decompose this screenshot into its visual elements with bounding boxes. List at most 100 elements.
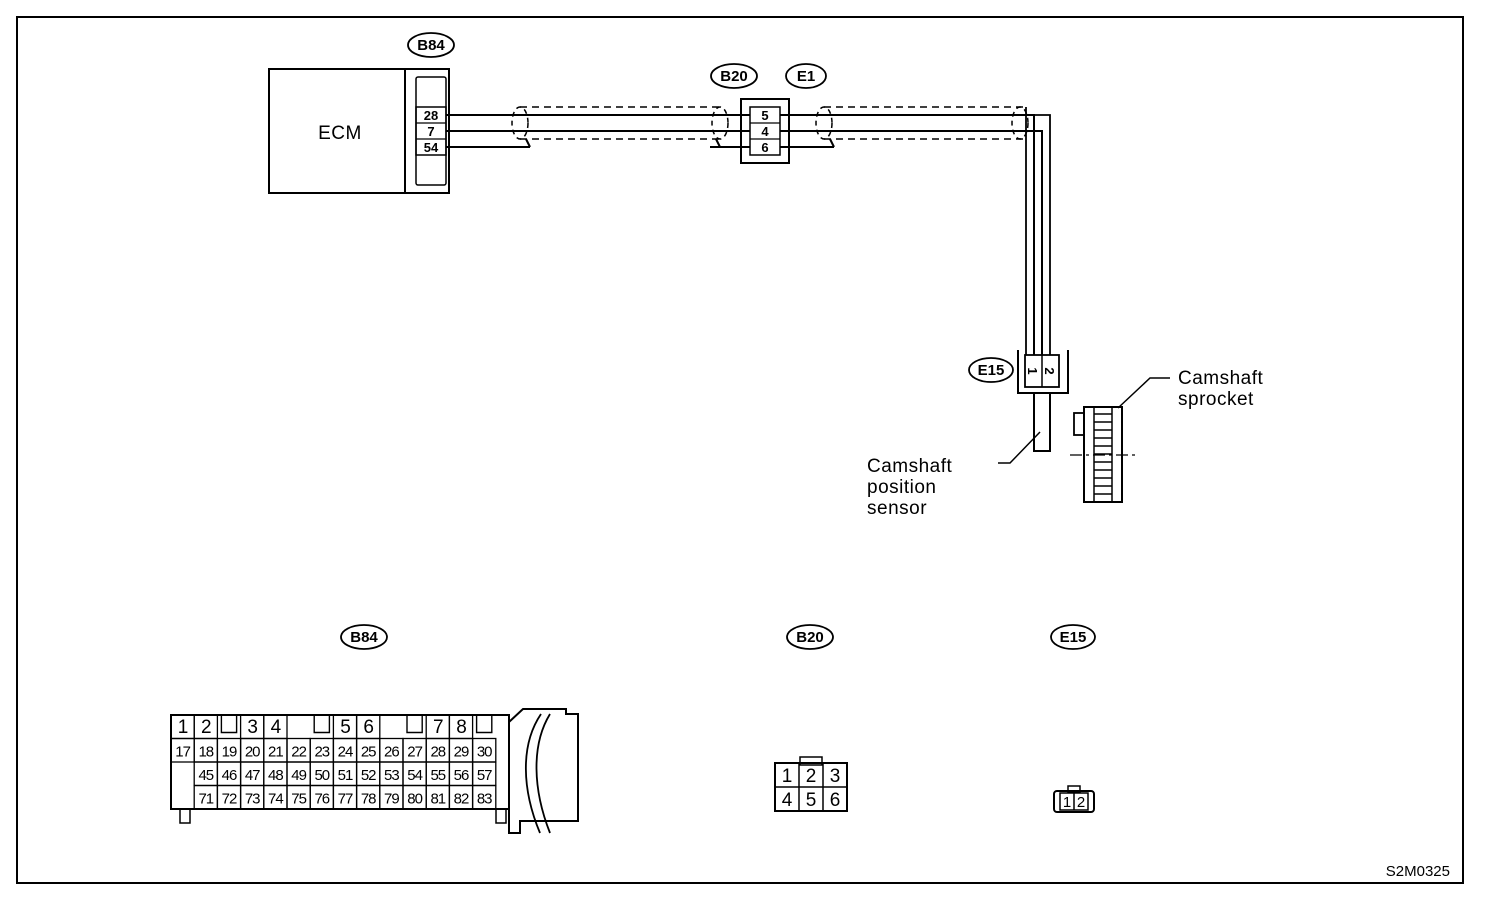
b84-pin-81: 81 xyxy=(430,791,445,808)
joint-pin-5: 5 xyxy=(761,108,768,123)
b84-pin-83: 83 xyxy=(477,791,492,808)
b84-pin-52: 52 xyxy=(361,767,376,784)
sensor-label-line3: sensor xyxy=(867,498,927,519)
b84-pin-73: 73 xyxy=(245,791,260,808)
b84-pin-57: 57 xyxy=(477,767,492,784)
ecm-pin-54: 54 xyxy=(424,140,439,155)
joint-connector: 5 4 6 B20 E1 xyxy=(710,63,827,164)
b84-pin-2: 2 xyxy=(201,717,211,738)
ecm-connector-tag-text: B84 xyxy=(417,37,445,54)
e15-pin-1: 1 xyxy=(1063,794,1071,811)
b84-pin-53: 53 xyxy=(384,767,399,784)
joint-pin-4: 4 xyxy=(761,124,769,139)
sensor-pin-1: 1 xyxy=(1025,367,1040,374)
e1-tag xyxy=(785,63,827,89)
b20-pin-6: 6 xyxy=(830,790,841,811)
ecm-unit: ECM 28 7 54 B84 xyxy=(268,32,455,194)
sprocket-leader xyxy=(1117,377,1170,409)
b84-pin-46: 46 xyxy=(222,767,237,784)
b84-pin-72: 72 xyxy=(222,791,237,808)
sensor-body xyxy=(1033,392,1051,452)
b84-pin-74: 74 xyxy=(268,791,283,808)
camshaft-sprocket: Camshaft sprocket xyxy=(1070,368,1264,503)
b84-pin-17: 17 xyxy=(175,744,190,761)
ecm-label: ECM xyxy=(318,123,362,144)
b84-pin-50: 50 xyxy=(314,767,329,784)
b84-pin-6: 6 xyxy=(363,717,373,738)
b20-tag-text: B20 xyxy=(720,68,748,85)
b84-key-notch xyxy=(220,715,238,734)
diagram-frame xyxy=(16,16,1464,884)
figure-code: S2M0325 xyxy=(1386,863,1450,880)
e15-connector-view: 1 2 xyxy=(1053,785,1095,813)
connector-view-tags: B84 B20 E15 xyxy=(340,624,1096,650)
b84-pin-27: 27 xyxy=(407,744,422,761)
b84-pin-24: 24 xyxy=(338,744,353,761)
b84-pin-48: 48 xyxy=(268,767,283,784)
b84-pin-3: 3 xyxy=(247,717,257,738)
b84-pin-51: 51 xyxy=(338,767,353,784)
b84-pin-26: 26 xyxy=(384,744,399,761)
b84-pin-20: 20 xyxy=(245,744,260,761)
b84-pin-79: 79 xyxy=(384,791,399,808)
harness-joint-to-sensor xyxy=(780,106,1051,355)
sprocket-label-line2: sprocket xyxy=(1178,389,1254,410)
ecm-pin-28: 28 xyxy=(424,108,438,123)
sensor-pin-2: 2 xyxy=(1042,367,1057,374)
sensor-label-line2: position xyxy=(867,477,937,498)
b84-pin-5: 5 xyxy=(340,717,350,738)
e15-pin-2: 2 xyxy=(1077,794,1085,811)
b84-pin-71: 71 xyxy=(198,791,213,808)
b84-pin-82: 82 xyxy=(454,791,469,808)
b20-view-tag: B20 xyxy=(796,629,824,646)
b84-pin-30: 30 xyxy=(477,744,492,761)
b84-pin-4: 4 xyxy=(271,717,282,738)
b20-pin-4: 4 xyxy=(782,790,793,811)
camshaft-position-sensor: 1 2 E15 Camshaft position sensor xyxy=(867,350,1069,519)
b84-pin-1: 1 xyxy=(178,717,188,738)
b84-pin-28: 28 xyxy=(430,744,445,761)
b84-housing-latch xyxy=(508,708,579,834)
b84-pin-22: 22 xyxy=(291,744,306,761)
b84-pin-29: 29 xyxy=(454,744,469,761)
b20-pin-1: 1 xyxy=(782,766,793,787)
sprocket-label-line1: Camshaft xyxy=(1178,368,1264,389)
b84-pin-19: 19 xyxy=(222,744,237,761)
b84-pin-45: 45 xyxy=(198,767,213,784)
e15-view-tag: E15 xyxy=(1060,629,1087,646)
b84-pin-23: 23 xyxy=(314,744,329,761)
b84-pin-47: 47 xyxy=(245,767,260,784)
b20-connector-view: 1 2 3 4 5 6 xyxy=(774,756,848,812)
sensor-leader xyxy=(998,431,1041,464)
b84-pin-7: 7 xyxy=(433,717,443,738)
e15-tag-text: E15 xyxy=(978,362,1005,379)
b84-pin-56: 56 xyxy=(454,767,469,784)
b84-pin-77: 77 xyxy=(338,791,353,808)
b84-pin-8: 8 xyxy=(456,717,466,738)
b84-pin-21: 21 xyxy=(268,744,283,761)
b20-pin-5: 5 xyxy=(806,790,817,811)
ecm-connector-tag xyxy=(407,32,455,58)
b84-pin-49: 49 xyxy=(291,767,306,784)
b20-pin-3: 3 xyxy=(830,766,841,787)
ecm-pin-7: 7 xyxy=(427,124,434,139)
harness-ecm-to-joint xyxy=(446,106,750,148)
joint-pin-6: 6 xyxy=(761,140,768,155)
e15-tag xyxy=(968,357,1014,383)
b20-tag xyxy=(710,63,758,89)
b84-pin-18: 18 xyxy=(198,744,213,761)
b84-pin-cell xyxy=(471,784,497,810)
b84-pin-54: 54 xyxy=(407,767,422,784)
sensor-label-line1: Camshaft xyxy=(867,456,953,477)
e1-tag-text: E1 xyxy=(797,68,815,85)
b84-pin-75: 75 xyxy=(291,791,306,808)
b84-view-tag: B84 xyxy=(350,629,378,646)
b84-pin-55: 55 xyxy=(430,767,445,784)
sprocket-teeth xyxy=(1094,413,1112,495)
b84-key-notch xyxy=(475,715,493,734)
b84-pin-76: 76 xyxy=(314,791,329,808)
b84-pin-78: 78 xyxy=(361,791,376,808)
